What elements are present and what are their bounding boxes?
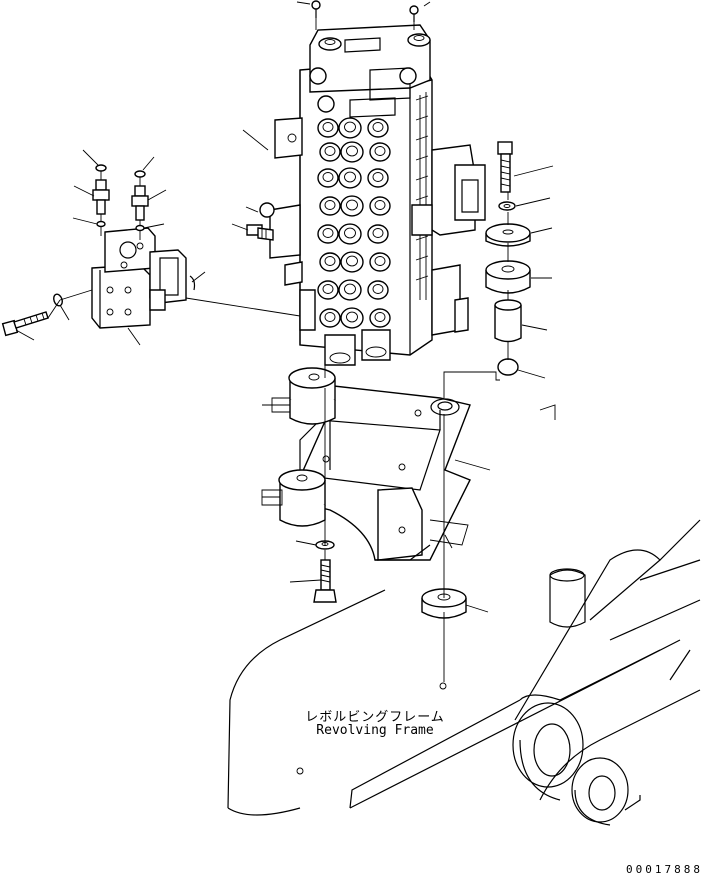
spool-port-inner xyxy=(344,227,356,239)
spool-port-inner xyxy=(346,255,358,267)
spool-port xyxy=(340,251,364,273)
spool-port xyxy=(369,196,391,216)
spool-port xyxy=(338,167,362,189)
spool-port-inner xyxy=(324,312,336,322)
spool-port xyxy=(319,308,341,328)
spool-port xyxy=(338,279,362,301)
spool-port-inner xyxy=(372,122,384,132)
spool-port-inner xyxy=(372,284,384,294)
spool-port xyxy=(319,142,341,162)
spool-port-inner xyxy=(324,256,336,266)
spool-port xyxy=(369,142,391,162)
leader-lines xyxy=(15,1,556,682)
spool-port-inner xyxy=(322,284,334,294)
bracket xyxy=(289,384,471,561)
spool-port-inner xyxy=(344,121,356,133)
spool-port-inner xyxy=(324,200,336,210)
spool-port xyxy=(369,308,391,328)
spool-port-inner xyxy=(346,311,358,323)
spool-port xyxy=(369,252,391,272)
spool-port xyxy=(317,280,339,300)
spool-port xyxy=(367,280,389,300)
spool-port xyxy=(367,224,389,244)
spool-port-inner xyxy=(374,200,386,210)
spool-port-inner xyxy=(372,228,384,238)
spool-port xyxy=(367,118,389,138)
control-valve xyxy=(269,24,486,366)
spool-port-inner xyxy=(374,256,386,266)
spool-port xyxy=(319,196,341,216)
spool-port-inner xyxy=(346,145,358,157)
spool-port-inner xyxy=(322,122,334,132)
spool-port xyxy=(338,117,362,139)
spool-port xyxy=(340,195,364,217)
spool-port xyxy=(338,223,362,245)
spool-port xyxy=(319,252,341,272)
spool-port xyxy=(340,307,364,329)
spool-port-inner xyxy=(322,172,334,182)
right-stack xyxy=(485,141,531,376)
cushion-mid-left xyxy=(278,469,326,527)
spool-port-inner xyxy=(324,146,336,156)
spool-port xyxy=(367,168,389,188)
spool-port-inner xyxy=(346,199,358,211)
solenoid-bolt xyxy=(1,293,63,337)
spool-port-inner xyxy=(344,283,356,295)
spool-port xyxy=(317,118,339,138)
cushion-top-left xyxy=(288,367,336,425)
revolving-frame xyxy=(227,519,701,826)
spool-port-inner xyxy=(344,171,356,183)
drawing-number: 00017888 xyxy=(626,863,703,876)
spool-port xyxy=(317,224,339,244)
frame-label-en: Revolving Frame xyxy=(316,723,434,738)
solenoid-valve xyxy=(91,227,196,329)
spool-port xyxy=(317,168,339,188)
frame-label-jp: レボルビングフレーム xyxy=(305,710,445,725)
spool-port-inner xyxy=(322,228,334,238)
spool-port-inner xyxy=(372,172,384,182)
valve-side-bolt xyxy=(246,202,275,241)
cap-bolts xyxy=(311,0,419,22)
spool-port xyxy=(340,141,364,163)
spool-port-inner xyxy=(374,146,386,156)
spool-port-inner xyxy=(374,312,386,322)
